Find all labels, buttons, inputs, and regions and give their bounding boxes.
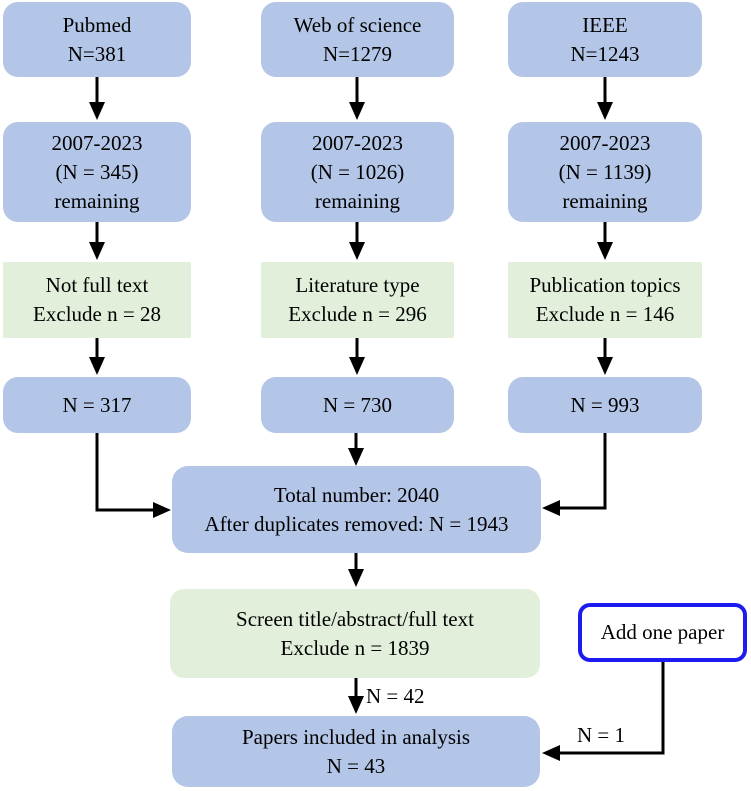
screening-result-label: N = 42 — [366, 684, 425, 708]
exclusion-box-pubmed: Not full text Exclude n = 28 — [3, 262, 191, 338]
arrow-ieee-to-period — [597, 77, 613, 120]
arrow-pubmed-to-period — [89, 77, 105, 120]
screening-box: Screen title/abstract/full text Exclude … — [170, 589, 540, 678]
exclusion-reason: Literature type — [295, 273, 420, 297]
source-count: N=381 — [67, 41, 127, 66]
arrow-screening-to-final — [348, 678, 364, 714]
period-box-web-of-science: 2007-2023 (N = 1026) remaining — [261, 122, 454, 222]
arrow-result3-to-total — [542, 433, 607, 516]
arrow-exclusion2-to-result — [349, 338, 365, 375]
screening-exclusion-count: Exclude n = 1839 — [280, 635, 430, 660]
result-count: N = 317 — [62, 392, 132, 417]
total-box: Total number: 2040 After duplicates remo… — [172, 466, 541, 553]
arrow-wos-to-period — [349, 77, 365, 120]
arrow-period3-to-exclusion — [597, 222, 613, 260]
period-range: 2007-2023 — [312, 130, 403, 155]
period-range: 2007-2023 — [559, 130, 651, 155]
result-box-ieee: N = 993 — [508, 377, 702, 433]
exclusion-count: Exclude n = 296 — [288, 302, 427, 326]
final-description: Papers included in analysis — [241, 724, 471, 749]
period-note: remaining — [562, 188, 648, 213]
result-box-pubmed: N = 317 — [3, 377, 191, 433]
arrow-period1-to-exclusion — [89, 222, 105, 260]
period-count: (N = 1026) — [310, 159, 405, 184]
added-paper-box: Add one paper — [578, 603, 747, 662]
arrow-result2-to-total — [348, 433, 364, 466]
period-box-ieee: 2007-2023 (N = 1139) remaining — [508, 122, 702, 222]
period-note: remaining — [54, 188, 140, 213]
exclusion-box-ieee: Publication topics Exclude n = 146 — [508, 262, 702, 338]
exclusion-count: Exclude n = 28 — [33, 302, 161, 326]
source-name: IEEE — [582, 12, 628, 37]
added-paper-label: Add one paper — [600, 620, 725, 644]
source-count: N=1279 — [322, 41, 392, 66]
arrow-result1-to-total — [95, 433, 171, 518]
total-count: Total number: 2040 — [273, 482, 440, 507]
result-count: N = 993 — [570, 392, 640, 417]
source-name: Web of science — [293, 12, 422, 37]
source-name: Pubmed — [62, 12, 132, 37]
result-box-web-of-science: N = 730 — [261, 377, 454, 433]
exclusion-reason: Not full text — [45, 273, 149, 297]
source-box-pubmed: Pubmed N=381 — [3, 2, 191, 77]
result-count: N = 730 — [322, 392, 392, 417]
period-range: 2007-2023 — [51, 130, 143, 155]
arrow-period2-to-exclusion — [349, 222, 365, 260]
period-note: remaining — [314, 188, 401, 213]
deduplicated-count: After duplicates removed: N = 1943 — [204, 511, 509, 536]
added-paper-count-label: N = 1 — [577, 723, 626, 747]
period-count: (N = 345) — [55, 159, 139, 184]
period-box-pubmed: 2007-2023 (N = 345) remaining — [3, 122, 191, 222]
exclusion-box-web-of-science: Literature type Exclude n = 296 — [261, 262, 454, 338]
screening-step: Screen title/abstract/full text — [236, 606, 474, 631]
arrow-total-to-screening — [348, 553, 364, 587]
arrow-exclusion3-to-result — [597, 338, 613, 375]
final-inclusion-box: Papers included in analysis N = 43 — [172, 716, 540, 787]
source-box-web-of-science: Web of science N=1279 — [261, 2, 454, 77]
source-count: N=1243 — [570, 41, 640, 66]
arrow-exclusion1-to-result — [89, 338, 105, 375]
exclusion-reason: Publication topics — [529, 273, 681, 297]
period-count: (N = 1139) — [558, 159, 652, 184]
final-count: N = 43 — [326, 753, 386, 778]
source-box-ieee: IEEE N=1243 — [508, 2, 702, 77]
exclusion-count: Exclude n = 146 — [535, 302, 675, 326]
